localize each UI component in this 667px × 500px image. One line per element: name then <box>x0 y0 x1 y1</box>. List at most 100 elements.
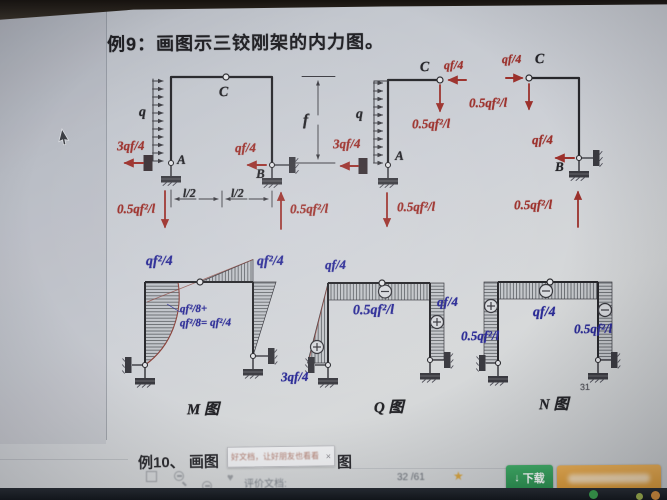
label-va: 0.5qf²/l <box>116 200 156 217</box>
ground-support <box>242 357 264 380</box>
shear-diagram <box>304 279 454 389</box>
label-a: A <box>176 151 186 168</box>
label-c: C <box>419 59 430 76</box>
plus-sign-icon <box>429 314 445 330</box>
ground-support <box>587 361 609 384</box>
label-hb: qf/4 <box>234 139 257 156</box>
distributed-load-arrows <box>152 78 164 164</box>
label-qc: qf/4 <box>501 51 522 67</box>
m-note-line2: qf²/8= qf²/4 <box>179 316 232 330</box>
rule-line <box>0 459 128 460</box>
support-block <box>358 158 368 174</box>
wall-support <box>288 156 299 174</box>
next-slide-title: 例10、 画图 <box>137 453 220 472</box>
label-c: C <box>218 84 229 101</box>
label-q: q <box>355 106 364 123</box>
wall-support <box>475 354 486 372</box>
plus-sign-icon <box>483 298 499 314</box>
n-beam-value: qf/4 <box>532 304 556 321</box>
n-caption: N 图 <box>538 396 569 414</box>
n-left-value: 0.5qf²/l <box>460 327 500 344</box>
q-beam-value: 0.5qf²/l <box>352 302 395 319</box>
blurred-button-text <box>567 473 651 483</box>
label-vb: 0.5qf²/l <box>289 200 329 217</box>
label-vc: 0.5qf²/l <box>468 94 508 111</box>
ground-support <box>419 361 441 384</box>
q-caption: Q 图 <box>373 399 404 417</box>
m-caption: M 图 <box>186 401 220 419</box>
hinge-c <box>378 279 386 287</box>
pin-a <box>494 359 502 367</box>
ground-support-a <box>377 166 399 189</box>
column-parabola-region <box>145 282 180 365</box>
pin-b <box>594 356 602 364</box>
page-margin-shade <box>0 8 106 444</box>
m-note-line1: qf²/8+ <box>179 302 208 316</box>
taskbar[interactable] <box>0 488 667 500</box>
label-qc: qf/4 <box>443 57 464 73</box>
plus-sign-icon <box>309 339 325 355</box>
label-q: q <box>138 104 147 121</box>
ground-support-a <box>160 164 182 187</box>
wall-support <box>592 149 603 167</box>
pin-b <box>426 356 434 364</box>
ground-support <box>487 364 509 387</box>
hinge-c <box>222 73 230 81</box>
m-top-left-value: qf²/4 <box>145 253 173 270</box>
fullscreen-icon[interactable] <box>146 471 157 482</box>
page-indicator: 32 /61 <box>396 471 425 484</box>
ground-support <box>317 366 339 389</box>
minus-sign-icon <box>377 284 393 299</box>
height-dimension <box>295 76 336 164</box>
q-right-value: qf/4 <box>436 293 459 310</box>
pin-a <box>167 159 175 167</box>
next-slide-title-suffix: 图 <box>336 453 353 472</box>
axial-diagram <box>475 278 621 387</box>
label-half-span-left: l/2 <box>182 185 196 201</box>
slide-page-number: 31 <box>579 381 591 393</box>
pin-b <box>268 161 276 169</box>
hinge-c <box>196 278 204 286</box>
q-bottom-left-value: 3qf/4 <box>280 368 309 385</box>
mouse-cursor[interactable] <box>58 127 71 146</box>
rating-star-icon[interactable]: ★ <box>453 469 464 483</box>
minus-sign-icon <box>597 302 613 318</box>
n-right-value: 0.5qf²/l <box>573 320 613 337</box>
ground-support-b <box>568 159 590 182</box>
zoom-out-icon[interactable] <box>174 471 184 481</box>
label-vc: 0.5qf²/l <box>411 115 451 132</box>
taskbar-app-icon-orange[interactable] <box>651 491 660 500</box>
wall-support <box>443 351 454 369</box>
hinge-c <box>546 278 554 286</box>
pin-a <box>324 361 332 369</box>
pin-a <box>384 161 392 169</box>
support-block <box>143 155 153 171</box>
span-dimension <box>170 189 273 208</box>
taskbar-app-icon-green[interactable] <box>589 490 598 499</box>
label-ha: 3qf/4 <box>332 135 361 152</box>
close-icon[interactable]: × <box>325 450 332 461</box>
label-half-span-right: l/2 <box>230 185 244 201</box>
moment-diagram <box>121 258 278 389</box>
distributed-load-arrows <box>373 80 389 166</box>
share-tooltip: 好文档，让好朋友也看看 × <box>226 445 336 468</box>
pin-a <box>141 361 149 369</box>
favorite-heart-icon[interactable]: ♥ <box>227 472 234 484</box>
wall-support <box>610 351 621 369</box>
frame2-left-freebody <box>339 75 467 228</box>
q-top-left-value: qf/4 <box>324 256 347 273</box>
label-vb: 0.5qf²/l <box>513 196 553 213</box>
label-b: B <box>255 165 265 182</box>
wall-support <box>267 347 278 365</box>
frame1-structure-diagram <box>123 73 336 230</box>
share-tooltip-text: 好文档，让好朋友也看看 <box>230 451 320 462</box>
pin-b <box>249 352 257 360</box>
label-ha: 3qf/4 <box>116 137 145 154</box>
rule-line <box>352 468 544 469</box>
m-top-right-value: qf²/4 <box>256 253 284 270</box>
hinge-c <box>525 74 533 82</box>
label-a: A <box>394 147 404 164</box>
taskbar-app-icon-olive[interactable] <box>636 493 643 500</box>
